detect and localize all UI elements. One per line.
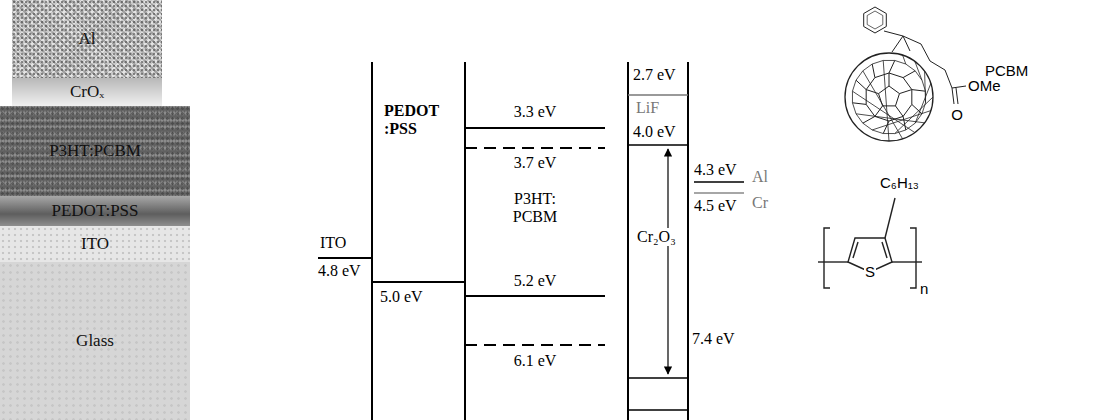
layer-name: P3HT: PCBM <box>513 190 557 227</box>
layer-label: ITO <box>81 234 109 254</box>
energy-value: 4.5 eV <box>694 197 737 215</box>
energy-value: 6.1 eV <box>514 352 557 370</box>
energy-value: 5.2 eV <box>514 272 557 290</box>
energy-value: 7.4 eV <box>692 330 735 348</box>
group-label: C₆H₁₃ <box>880 174 919 191</box>
layer-label: CrOₓ <box>70 82 104 102</box>
energy-value: 5.0 eV <box>380 288 423 306</box>
energy-value: 2.7 eV <box>633 66 676 84</box>
layer-label: PEDOT:PSS <box>51 201 138 221</box>
energy-levels <box>318 95 744 410</box>
energy-value: 3.3 eV <box>514 103 557 121</box>
p3ht-structure <box>818 198 922 288</box>
layer-label: Al <box>79 29 96 49</box>
metal-name: Al <box>752 168 768 186</box>
pcbm-structure <box>845 7 966 141</box>
metal-name: Cr <box>752 194 768 212</box>
electrode-name: ITO <box>320 234 346 252</box>
fullerene-outline <box>845 53 933 141</box>
energy-value: 3.7 eV <box>514 154 557 172</box>
ito-layer: ITO <box>0 226 190 262</box>
al-layer: Al <box>12 0 162 78</box>
molecule-name: PCBM <box>985 62 1028 79</box>
layer-label: Glass <box>76 331 114 351</box>
layer-name: PEDOT :PSS <box>384 102 439 139</box>
pedot-layer: PEDOT:PSS <box>0 196 190 226</box>
energy-value: 4.8 eV <box>318 262 361 280</box>
energy-value: 4.3 eV <box>694 161 737 179</box>
crox-layer: CrOₓ <box>12 78 162 106</box>
atom-label: S <box>864 263 876 280</box>
group-label: OMe <box>968 77 1001 94</box>
column-lines <box>372 62 688 420</box>
active-layer: P3HT:PCBM <box>0 106 190 196</box>
layer-label: P3HT:PCBM <box>49 141 141 161</box>
layer-name: LiF <box>636 99 659 117</box>
atom-label: O <box>951 106 963 123</box>
glass-layer: Glass <box>0 262 190 420</box>
repeat-index: n <box>920 280 928 297</box>
energy-value: 4.0 eV <box>633 123 676 141</box>
layer-name: Cr₂O₃ <box>636 228 677 246</box>
